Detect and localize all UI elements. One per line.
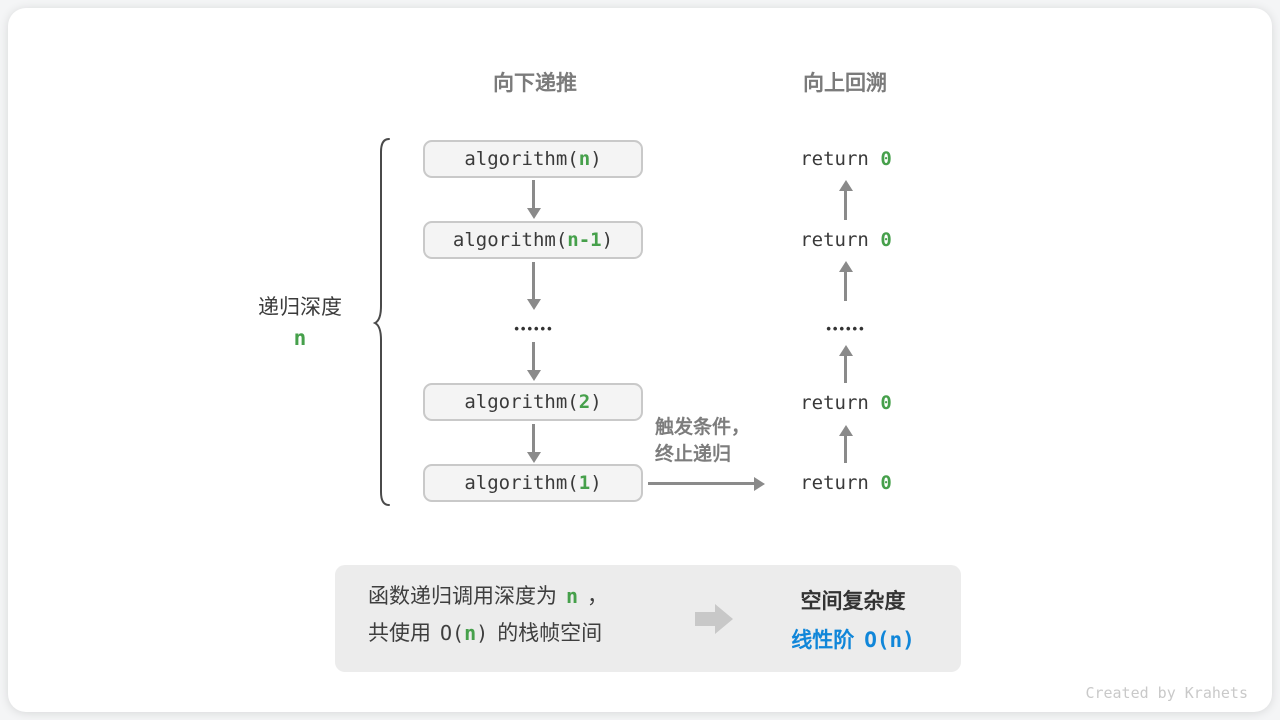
summary-line1-var: n — [566, 584, 579, 608]
return-keyword: return — [800, 229, 881, 251]
call-text: algorithm( — [464, 391, 579, 413]
return-keyword: return — [800, 392, 881, 414]
arrow-up-icon — [844, 435, 847, 463]
summary-line2: 共使用 O(n) 的栈帧空间 — [368, 615, 608, 652]
arrow-up-icon — [844, 190, 847, 220]
summary-panel — [335, 565, 961, 672]
call-text: algorithm( — [464, 148, 579, 170]
return-keyword: return — [800, 148, 881, 170]
base-case-note: 触发条件， 终止递归 — [655, 414, 805, 468]
summary-line1-text: 函数递归调用深度为 — [368, 585, 557, 608]
call-text: ) — [601, 229, 614, 251]
call-text: ) — [590, 472, 602, 494]
base-case-note-line1: 触发条件， — [655, 417, 751, 438]
call-box-1: algorithm(1) — [423, 464, 643, 502]
big-o-close: ) — [476, 621, 489, 645]
header-backtrack-up: 向上回溯 — [803, 72, 887, 95]
summary-line1-punct: ， — [587, 585, 609, 608]
call-arg: 2 — [578, 391, 591, 413]
call-text: algorithm( — [464, 472, 579, 494]
implies-arrow-icon — [695, 604, 733, 634]
call-arg: n — [578, 148, 591, 170]
call-box-n-1: algorithm(n-1) — [423, 221, 643, 259]
ellipsis-up: •••••• — [826, 321, 866, 336]
return-keyword: return — [800, 472, 881, 494]
return-value: 0 — [880, 472, 892, 494]
arrow-right-icon — [648, 482, 754, 485]
arrow-down-icon — [532, 180, 535, 209]
call-box-2: algorithm(2) — [423, 383, 643, 421]
call-text: ) — [590, 391, 602, 413]
summary-line1: 函数递归调用深度为 n ， — [368, 578, 608, 615]
arrow-down-icon — [532, 342, 535, 371]
arrow-up-icon — [844, 355, 847, 383]
return-row: return 0 — [776, 471, 916, 495]
result-label: 线性阶 — [791, 629, 855, 652]
return-row: return 0 — [776, 228, 916, 252]
return-value: 0 — [880, 392, 892, 414]
call-text: ) — [590, 148, 602, 170]
arrow-down-icon — [532, 424, 535, 453]
return-value: 0 — [880, 148, 892, 170]
arrow-down-icon — [532, 262, 535, 300]
depth-value: n — [293, 326, 307, 350]
return-row: return 0 — [776, 391, 916, 415]
result-big-o: O(n) — [864, 628, 915, 652]
call-arg: 1 — [578, 472, 591, 494]
curly-brace-icon — [372, 138, 390, 506]
ellipsis-down: •••••• — [514, 321, 554, 336]
base-case-note-line2: 终止递归 — [655, 444, 732, 465]
call-arg: n-1 — [567, 229, 602, 251]
big-o-open: O( — [440, 621, 465, 645]
summary-line2-text2: 的栈帧空间 — [497, 622, 603, 645]
call-text: algorithm( — [452, 229, 568, 251]
space-complexity-result: 线性阶 O(n) — [753, 624, 953, 654]
summary-line2-text: 共使用 — [368, 622, 431, 645]
arrow-up-icon — [844, 271, 847, 301]
return-value: 0 — [880, 229, 892, 251]
summary-line2-var: n — [464, 621, 477, 645]
space-complexity-title: 空间复杂度 — [800, 590, 906, 613]
call-box-n: algorithm(n) — [423, 140, 643, 178]
header-recurse-down: 向下递推 — [493, 72, 577, 95]
watermark-credit: Created by Krahets — [1085, 684, 1248, 702]
depth-label: 递归深度 — [258, 296, 342, 319]
return-row: return 0 — [776, 147, 916, 171]
figure-card: 向下递推 向上回溯 algorithm(n) algorithm(n-1) ••… — [8, 8, 1272, 712]
